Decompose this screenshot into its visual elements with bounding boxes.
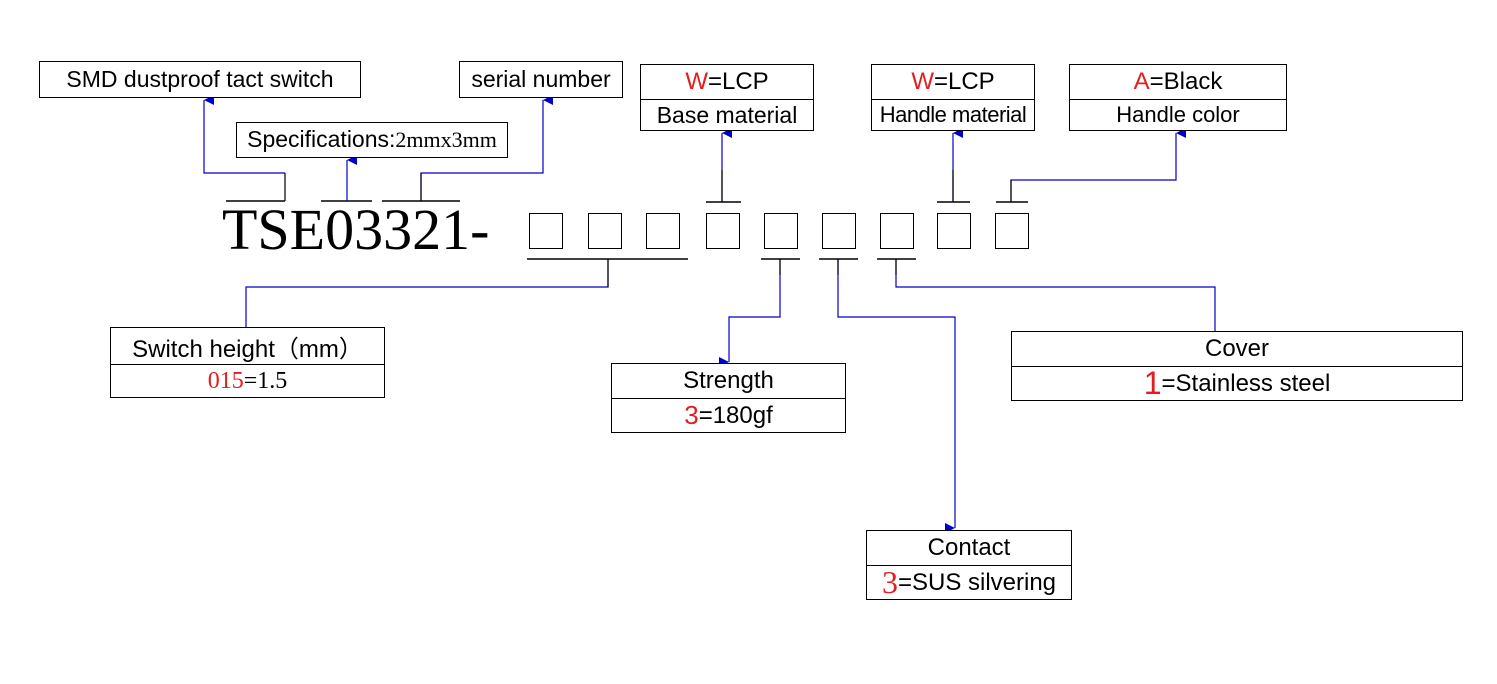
- cover-code: 1: [1143, 365, 1162, 401]
- option-slot: [995, 213, 1029, 249]
- option-slot: [822, 213, 856, 249]
- contact-box: Contact 3=SUS silvering: [866, 530, 1072, 600]
- connector-handle-color: [1010, 128, 1186, 202]
- connector-contact: [837, 259, 956, 533]
- switch-height-name: Switch height（mm）: [132, 335, 363, 363]
- strength-code: 3: [684, 400, 699, 430]
- contact-code: 3: [881, 564, 898, 600]
- series-label-box: SMD dustproof tact switch: [39, 61, 361, 98]
- handle-color-value: =Black: [1149, 68, 1223, 95]
- handle-material-name: Handle material: [872, 99, 1034, 130]
- handle-material-box: W=LCP Handle material: [871, 64, 1035, 131]
- serial-label: serial number: [471, 65, 611, 92]
- option-slot: [764, 213, 798, 249]
- handle-color-name: Handle color: [1070, 99, 1286, 130]
- part-code: TSE03321-: [222, 197, 490, 262]
- base-material-name: Base material: [641, 99, 813, 130]
- handle-material-value: =LCP: [933, 68, 995, 95]
- connector-strength: [719, 259, 781, 367]
- specifications-value: 2mmx3mm: [395, 126, 497, 152]
- series-label: SMD dustproof tact switch: [66, 65, 334, 92]
- switch-height-value: =1.5: [243, 367, 288, 394]
- cover-name: Cover: [1204, 335, 1270, 362]
- connector-switch-height: [245, 259, 609, 328]
- base-material-box: W=LCP Base material: [640, 64, 814, 131]
- option-slot: [706, 213, 740, 249]
- contact-name: Contact: [927, 534, 1011, 561]
- option-slot: [880, 213, 914, 249]
- connector-series: [203, 95, 285, 174]
- handle-color-code: A: [1133, 68, 1150, 95]
- option-slot: [646, 213, 680, 249]
- specifications-label-box: Specifications:2mmx3mm: [236, 122, 508, 158]
- switch-height-box: Switch height（mm） 015=1.5: [110, 327, 385, 398]
- connector-cover: [895, 259, 1216, 332]
- contact-value: =SUS silvering: [897, 568, 1057, 596]
- specifications-prefix: Specifications:: [247, 126, 396, 152]
- cover-box: Cover 1=Stainless steel: [1011, 331, 1463, 401]
- option-slot: [937, 213, 971, 249]
- option-slot: [588, 213, 622, 249]
- serial-label-box: serial number: [459, 61, 623, 98]
- base-material-code: W: [685, 68, 708, 95]
- base-material-value: =LCP: [707, 68, 769, 95]
- cover-value: =Stainless steel: [1161, 369, 1331, 397]
- switch-height-code: 015: [207, 367, 244, 394]
- strength-name: Strength: [683, 367, 774, 394]
- handle-material-code: W: [911, 68, 934, 95]
- strength-box: Strength 3=180gf: [611, 363, 846, 433]
- strength-value: =180gf: [698, 401, 773, 429]
- option-slot: [529, 213, 563, 249]
- handle-color-box: A=Black Handle color: [1069, 64, 1287, 131]
